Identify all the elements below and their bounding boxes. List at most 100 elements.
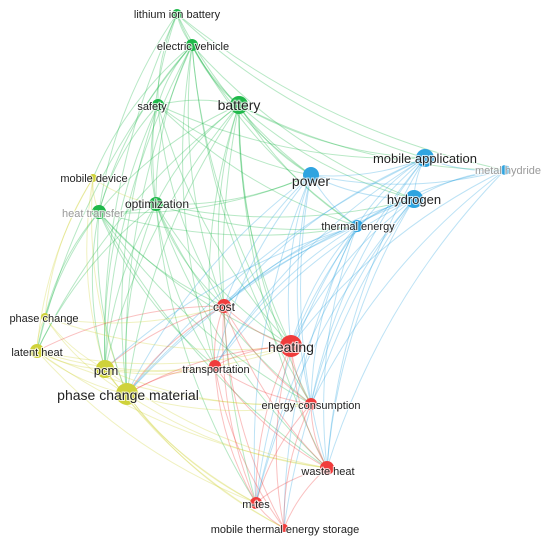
link-mobile-application-energy-consumption: [310, 157, 426, 405]
node-battery[interactable]: [230, 96, 248, 114]
link-optimization-transportation: [155, 203, 216, 367]
link-heat-transfer-transportation: [98, 211, 216, 367]
link-electric-vehicle-heat-transfer: [98, 44, 193, 213]
link-lithium-ion-battery-battery: [176, 13, 240, 106]
label-heating: heating: [268, 339, 314, 355]
label-lithium-ion-battery: lithium ion battery: [134, 9, 221, 21]
link-heat-transfer-pcm: [91, 211, 106, 370]
link-electric-vehicle-safety: [157, 44, 193, 106]
link-hydrogen-mtes: [255, 198, 415, 504]
link-optimization-waste-heat: [155, 203, 328, 469]
link-heating-phase-change-material: [126, 345, 292, 395]
node-power[interactable]: [303, 167, 319, 183]
link-cost-phase-change-material: [126, 305, 225, 395]
label-cost: cost: [213, 300, 236, 314]
node-hydrogen[interactable]: [405, 190, 423, 208]
link-power-phase-change-material: [126, 174, 312, 395]
link-cost-waste-heat: [223, 305, 328, 469]
link-battery-transportation: [208, 104, 240, 367]
node-latent-heat[interactable]: [30, 344, 44, 358]
link-battery-mobile-application: [238, 104, 426, 159]
label-mtes: m-tes: [242, 499, 270, 511]
link-power-metal-hydride: [310, 169, 506, 185]
label-metal-hydride: metal hydride: [475, 165, 541, 177]
link-mobile-application-mtes: [255, 157, 426, 504]
node-metal-hydride[interactable]: [500, 165, 510, 175]
link-cost-mobile-thermal-energy-storage: [223, 305, 285, 529]
link-hydrogen-heating: [290, 198, 415, 347]
link-thermal-energy-waste-heat: [323, 225, 358, 469]
link-waste-heat-mtes: [255, 467, 328, 504]
node-thermal-energy[interactable]: [351, 220, 363, 232]
link-optimization-latent-heat: [36, 203, 157, 352]
link-latent-heat-waste-heat: [36, 350, 328, 469]
link-heat-transfer-cost: [98, 211, 225, 307]
node-phase-change[interactable]: [41, 313, 49, 321]
link-pcm-transportation: [104, 365, 216, 375]
nodes-layer: [30, 9, 510, 532]
node-mobile-thermal-energy-storage[interactable]: [280, 524, 288, 532]
label-latent-heat: latent heat: [11, 347, 62, 359]
link-phase-change-cost: [44, 305, 225, 324]
link-battery-metal-hydride: [238, 104, 506, 171]
link-phase-change-material-mtes: [126, 393, 257, 504]
link-optimization-hydrogen: [155, 198, 415, 218]
link-electric-vehicle-latent-heat: [36, 44, 193, 352]
link-safety-phase-change-material: [121, 104, 159, 395]
link-mobile-device-phase-change-material: [91, 177, 128, 395]
label-thermal-energy: thermal energy: [321, 221, 395, 233]
node-cost[interactable]: [217, 299, 231, 313]
link-battery-heating: [238, 104, 292, 347]
node-heat-transfer[interactable]: [92, 205, 106, 219]
link-hydrogen-energy-consumption: [310, 198, 415, 405]
label-mobile-application: mobile application: [373, 151, 477, 166]
label-heat-transfer: heat transfer: [62, 208, 124, 220]
link-battery-heat-transfer: [98, 104, 240, 213]
link-heat-transfer-heating: [98, 211, 292, 347]
link-cost-energy-consumption: [223, 305, 312, 405]
node-transportation[interactable]: [209, 360, 221, 372]
node-pcm[interactable]: [96, 360, 114, 378]
node-waste-heat[interactable]: [320, 461, 334, 475]
link-latent-heat-heating: [36, 345, 292, 365]
link-optimization-mtes: [155, 203, 257, 504]
link-optimization-energy-consumption: [155, 203, 312, 405]
link-thermal-energy-phase-change-material: [126, 225, 358, 395]
node-mobile-application[interactable]: [416, 149, 434, 167]
link-battery-latent-heat: [36, 104, 240, 352]
link-heat-transfer-phase-change: [44, 211, 100, 318]
link-safety-cost: [157, 104, 225, 307]
link-electric-vehicle-pcm: [104, 44, 193, 370]
link-mobile-application-transportation: [214, 157, 426, 367]
node-phase-change-material[interactable]: [116, 383, 138, 405]
link-energy-consumption-mobile-thermal-energy-storage: [283, 403, 312, 529]
link-hydrogen-waste-heat: [326, 198, 415, 469]
node-lithium-ion-battery[interactable]: [172, 9, 182, 19]
node-mobile-device[interactable]: [89, 174, 97, 182]
link-electric-vehicle-optimization: [155, 44, 193, 205]
label-energy-consumption: energy consumption: [261, 400, 360, 412]
link-electric-vehicle-phase-change-material: [125, 44, 193, 395]
node-electric-vehicle[interactable]: [186, 39, 198, 51]
node-mtes[interactable]: [250, 497, 262, 509]
node-safety[interactable]: [152, 99, 164, 111]
link-electric-vehicle-thermal-energy: [191, 44, 358, 227]
node-energy-consumption[interactable]: [305, 398, 317, 410]
link-cost-pcm: [104, 305, 225, 370]
link-metal-hydride-energy-consumption: [310, 169, 506, 405]
link-mobile-application-heating: [290, 157, 426, 347]
link-cost-latent-heat: [36, 305, 225, 352]
node-heating[interactable]: [280, 335, 302, 357]
link-transportation-mobile-thermal-energy-storage: [214, 365, 285, 529]
link-heat-transfer-waste-heat: [98, 211, 328, 469]
link-phase-change-material-energy-consumption: [126, 393, 312, 412]
node-optimization[interactable]: [149, 197, 163, 211]
link-battery-thermal-energy: [238, 104, 358, 227]
link-battery-optimization: [155, 104, 240, 205]
link-phase-change-material-waste-heat: [126, 393, 328, 469]
link-latent-heat-transportation: [36, 350, 216, 371]
link-lithium-ion-battery-mobile-application: [176, 13, 426, 159]
link-heat-transfer-thermal-energy: [98, 211, 358, 236]
